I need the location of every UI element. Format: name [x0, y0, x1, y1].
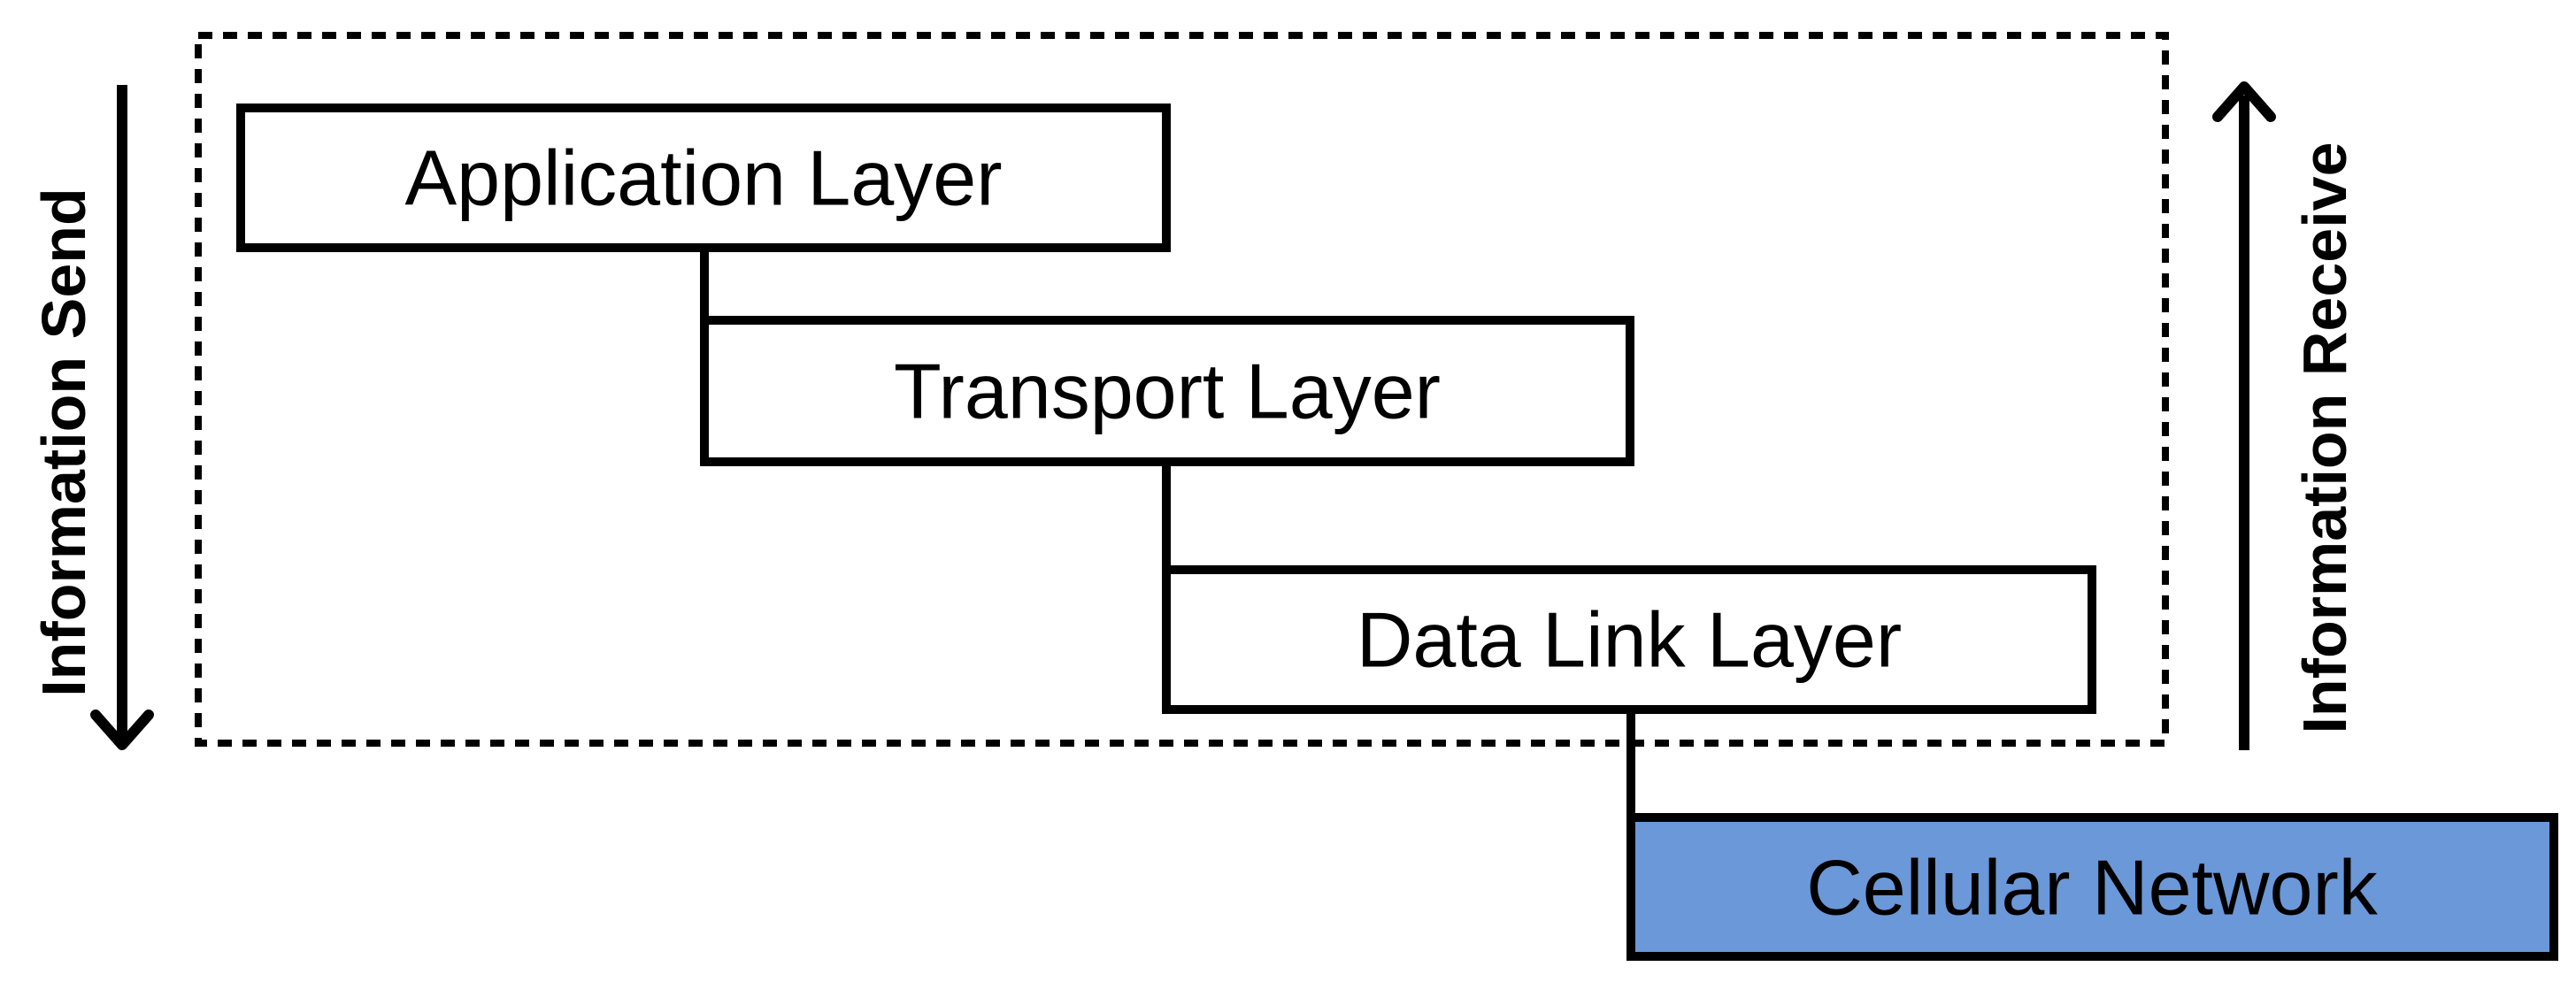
application-layer-label: Application Layer — [404, 134, 1002, 222]
cellular-network-box: Cellular Network — [1626, 813, 2558, 961]
data-link-layer-box: Data Link Layer — [1162, 565, 2096, 714]
data-link-layer-label: Data Link Layer — [1357, 596, 1902, 684]
application-layer-box: Application Layer — [236, 104, 1171, 252]
send-arrow-icon — [90, 85, 154, 750]
transport-layer-box: Transport Layer — [700, 316, 1634, 466]
receive-arrow-icon — [2212, 81, 2276, 750]
information-send-label: Information Send — [29, 188, 98, 697]
cellular-network-label: Cellular Network — [1806, 844, 2379, 932]
transport-layer-label: Transport Layer — [894, 348, 1441, 435]
information-receive-label: Information Receive — [2290, 142, 2359, 733]
